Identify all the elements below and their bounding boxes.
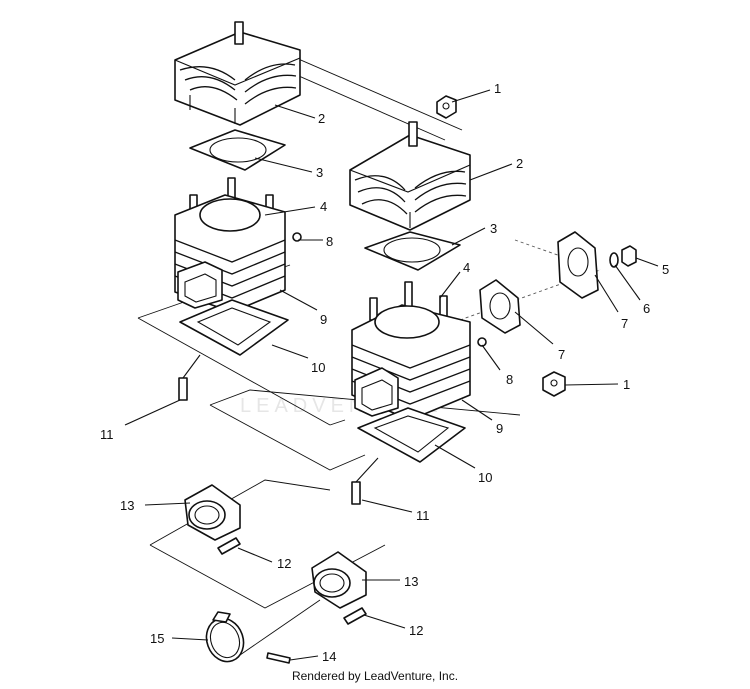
callout-9-front: 9 (496, 421, 503, 436)
exhaust-gasket-lower (479, 279, 521, 334)
rear-base-gasket (179, 299, 289, 356)
callout-11-rear: 11 (100, 427, 114, 442)
render-credit: Rendered by LeadVenture, Inc. (291, 669, 459, 683)
callout-3-front-gasket: 3 (490, 221, 497, 236)
rear-cylinder-head (174, 21, 301, 126)
callout-1-upper: 1 (494, 81, 501, 96)
exhaust-gasket-upper (557, 231, 599, 299)
front-bleed-fitting (351, 457, 379, 505)
callout-4-front-cylinder: 4 (463, 260, 470, 275)
callout-7-lower: 7 (558, 347, 565, 362)
callout-6: 6 (643, 301, 650, 316)
callout-15: 15 (150, 631, 164, 646)
callout-4-rear-cylinder: 4 (320, 199, 327, 214)
callout-8-front: 8 (506, 372, 513, 387)
rear-head-gasket (189, 129, 286, 171)
head-nut-lower (542, 371, 566, 397)
front-cylinder (351, 281, 487, 421)
adapter-bolt-lower (343, 607, 367, 625)
clamp-screw (266, 652, 291, 664)
intake-adapter-upper (184, 484, 241, 541)
front-cylinder-head (349, 121, 471, 231)
callout-11-front: 11 (416, 508, 430, 523)
callout-1-lower: 1 (623, 377, 630, 392)
callout-10-front: 10 (478, 470, 492, 485)
leader-lines (124, 89, 659, 661)
callout-2-rear-head: 2 (318, 111, 325, 126)
washer (609, 252, 619, 268)
callout-14: 14 (322, 649, 336, 664)
callout-13-lower: 13 (404, 574, 418, 589)
callout-labels: 1 2 3 2 4 8 3 5 6 7 4 9 7 10 8 1 11 9 10… (100, 81, 669, 664)
callout-7-upper: 7 (621, 316, 628, 331)
callout-10-rear: 10 (311, 360, 325, 375)
hose-clamp (205, 611, 245, 663)
callout-9-rear: 9 (320, 312, 327, 327)
intake-adapter-lower (311, 551, 367, 609)
callout-13-upper: 13 (120, 498, 134, 513)
callout-12-upper: 12 (277, 556, 291, 571)
rear-cylinder (174, 177, 302, 313)
flange-nut (621, 245, 637, 267)
callout-5: 5 (662, 262, 669, 277)
rear-bleed-fitting (178, 354, 201, 401)
callout-8-rear: 8 (326, 234, 333, 249)
callout-2-front-head: 2 (516, 156, 523, 171)
front-base-gasket (357, 407, 466, 463)
callout-12-lower: 12 (409, 623, 423, 638)
callout-3-rear-gasket: 3 (316, 165, 323, 180)
adapter-bolt-upper (217, 537, 241, 555)
head-nut-upper (436, 95, 457, 119)
front-head-gasket (364, 231, 461, 271)
